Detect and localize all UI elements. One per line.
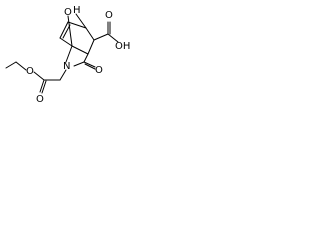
bond-acid-oh xyxy=(107,33,119,43)
bond-alkene-2 xyxy=(59,21,69,39)
carboxylic-acid-group xyxy=(93,21,119,43)
bond-lactam-co-1 xyxy=(83,61,96,68)
bond-acid-c xyxy=(93,33,109,41)
label-acid-hydroxyl: OH xyxy=(115,41,130,52)
bicyclic-skeleton xyxy=(59,13,96,70)
bond-ester-co-1 xyxy=(39,79,45,93)
bond-lactam-1 xyxy=(65,45,73,63)
label-bridge-oxygen: O xyxy=(64,7,72,18)
bond-alkene-3 xyxy=(67,21,87,29)
bond-ethyl-1 xyxy=(15,61,27,71)
bond-ring-1 xyxy=(85,27,95,41)
label-bridge-oxygen-h: H xyxy=(73,5,81,16)
bond-n-ch2 xyxy=(59,69,67,81)
bond-ring-3 xyxy=(71,45,89,55)
label-acid-carbonyl-oxygen: O xyxy=(105,10,113,21)
chemical-structure-diagram: O H O OH HO N O O O xyxy=(5,5,130,105)
bond-ester-o xyxy=(33,71,45,81)
bond-alkene-1 xyxy=(59,37,73,47)
bond-ring-2 xyxy=(87,39,95,55)
bond-lactam-2 xyxy=(73,61,85,67)
label-lactam-nitrogen: N xyxy=(63,61,70,72)
ester-side-chain xyxy=(5,61,67,94)
bond-ethyl-2 xyxy=(5,61,17,69)
bond-bridge-o-right xyxy=(75,13,87,29)
bond-bridge-o-left xyxy=(67,15,73,47)
bond-alkene-2b xyxy=(62,24,71,39)
bond-ester-co-2 xyxy=(41,80,47,94)
bond-lactam-3 xyxy=(83,53,89,63)
label-ester-carbonyl-oxygen: O xyxy=(36,94,44,105)
label-ester-oxygen: O xyxy=(26,66,34,77)
bond-lactam-co-2 xyxy=(84,63,96,70)
label-lactam-oxygen: O xyxy=(95,65,103,76)
atom-labels: O H O OH HO N O O O xyxy=(26,5,130,105)
